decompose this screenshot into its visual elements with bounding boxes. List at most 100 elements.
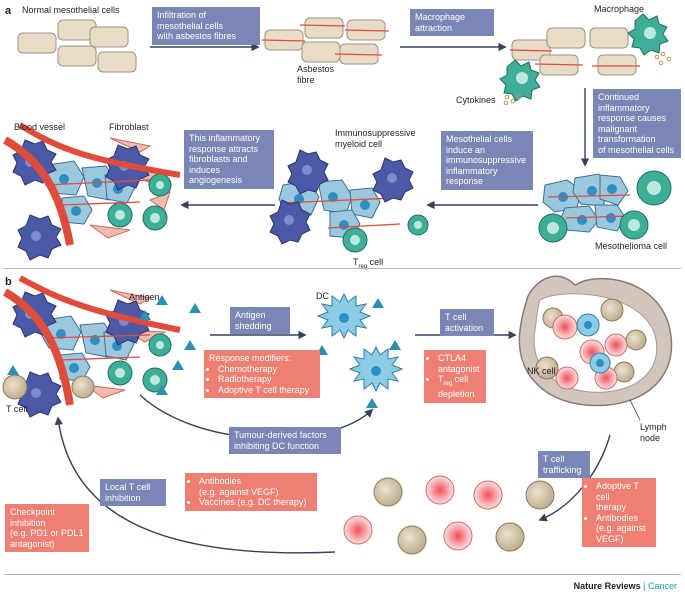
- asbestos-label: Asbestos fibre: [297, 64, 334, 85]
- response-modifier-item: Adoptive T cell therapy: [218, 385, 315, 396]
- local-inhibition-box: Local T cell inhibition: [100, 479, 166, 506]
- continued-line: transformation: [598, 134, 656, 144]
- lymph-node-line: node: [640, 432, 661, 443]
- induce-line: induce an: [446, 144, 486, 155]
- t-cell-label: T cell: [6, 404, 28, 414]
- migrating-t-cells: [343, 475, 555, 555]
- t-cell-activation-box: T cell activation: [440, 309, 494, 336]
- t-cell-trafficking-line: trafficking: [543, 464, 582, 475]
- mesothelioma-cluster: [538, 170, 672, 243]
- infiltration-line: Infiltration of: [157, 10, 207, 20]
- attracts-line: response attracts: [189, 143, 259, 154]
- myeloid-label: Immunosuppressive myeloid cell: [335, 128, 416, 149]
- myeloid-line: Immunosuppressive: [335, 128, 416, 138]
- angiogenesis-box: This inflammatory response attracts fibr…: [184, 130, 274, 189]
- attracts-line: induces: [189, 164, 221, 175]
- footer-credit: Nature Reviews | Cancer: [574, 581, 677, 591]
- journal-name: Nature Reviews: [573, 581, 641, 591]
- response-modifiers-box: Response modifiers: Chemotherapy Radioth…: [204, 350, 320, 398]
- flow-arrows-a: [150, 42, 590, 210]
- t-cell-activation-line: activation: [445, 322, 484, 333]
- t-cell-trafficking-line: T cell: [543, 454, 565, 464]
- response-modifier-item: Radiotherapy: [218, 374, 315, 385]
- footer-rule: [4, 574, 681, 575]
- antigen-triangles: [7, 295, 401, 408]
- infiltration-box: Infiltration of mesothelial cells with a…: [152, 7, 260, 45]
- tumour-factors-box: Tumour-derived factors inhibiting DC fun…: [229, 427, 341, 454]
- tumour-factors-line: inhibiting DC function: [234, 440, 320, 451]
- antibodies-line: Antibodies: [199, 476, 242, 486]
- checkpoint-line: (e.g. PD1 or PDL1: [10, 528, 84, 538]
- checkpoint-box: Checkpoint inhibition (e.g. PD1 or PDL1 …: [5, 504, 89, 552]
- adoptive-line: Adoptive T cell: [596, 481, 639, 502]
- infiltration-line: with asbestos fibres: [157, 31, 237, 41]
- continued-line: inflammatory: [598, 102, 650, 113]
- ctla4-line: antagonist: [438, 363, 480, 374]
- cytokines-label: Cytokines: [456, 95, 496, 105]
- blood-vessel-label: Blood vessel: [14, 122, 66, 132]
- tumour-microenvironment-b: [2, 275, 181, 418]
- treg-depletion-item: Treg cell depletion: [438, 374, 481, 400]
- antigen-shedding-line: Antigen: [235, 310, 266, 320]
- continued-line: Continued: [598, 92, 640, 102]
- macrophage-label: Macrophage: [594, 4, 645, 14]
- myeloid-line: myeloid cell: [335, 138, 383, 149]
- dendritic-cells: [316, 292, 404, 393]
- nk-cell-label: NK cell: [527, 366, 556, 376]
- normal-mesothelial-cells: [17, 19, 137, 73]
- attracts-line: fibroblasts and: [189, 154, 248, 164]
- treg-prefix: T: [353, 257, 359, 267]
- continued-line: response causes: [598, 113, 667, 123]
- treg-depletion-sub: reg: [443, 380, 453, 387]
- tumour-microenvironment-a: [3, 122, 181, 261]
- adoptive-line: Antibodies: [596, 512, 639, 523]
- macrophage-attraction-line: attraction: [415, 22, 453, 33]
- treg-sub: reg: [358, 263, 368, 270]
- induce-line: Mesothelial cells: [446, 134, 513, 144]
- asbestos-infiltrated-cells: [261, 17, 390, 65]
- immunosuppressive-response-box: Mesothelial cells induce an immunosuppre…: [441, 131, 533, 190]
- lymph-node-label: Lymph node: [640, 422, 667, 443]
- antibodies-vaccines-box: Antibodies(e.g. against VEGF) Vaccines (…: [185, 473, 317, 511]
- treg-depletion-prefix: T: [438, 374, 444, 384]
- adoptive-line: therapy: [596, 502, 627, 512]
- footer-separator: |: [643, 581, 646, 591]
- panel-b-letter: b: [5, 276, 12, 288]
- checkpoint-line: Checkpoint: [10, 507, 56, 517]
- adoptive-line: (e.g. against: [596, 523, 646, 533]
- vaccines-item: Vaccines (e.g. DC therapy): [199, 497, 312, 508]
- macrophage-attraction-line: Macrophage: [415, 12, 466, 22]
- antigen-shedding-line: shedding: [235, 320, 272, 331]
- journal-section: Cancer: [647, 581, 677, 591]
- macrophage-attraction-box: Macrophage attraction: [410, 9, 494, 36]
- treg-depletion-suffix: cell: [452, 374, 469, 384]
- antigen-shedding-box: Antigen shedding: [230, 307, 290, 334]
- treg-depletion-line: depletion: [438, 389, 475, 400]
- local-inhibition-line: Local T cell: [105, 482, 151, 492]
- induce-line: response: [446, 176, 484, 186]
- continued-line: of mesothelial cells: [598, 144, 675, 155]
- panel-divider: [4, 268, 681, 269]
- t-cell-activation-line: T cell: [445, 312, 467, 322]
- continued-line: malignant: [598, 123, 638, 134]
- induce-line: immunosuppressive: [446, 155, 527, 165]
- normal-cells-label: Normal mesothelial cells: [22, 5, 120, 15]
- treg-label: Treg cell: [353, 257, 383, 272]
- antibodies-item: Antibodies(e.g. against VEGF): [199, 476, 312, 497]
- local-inhibition-line: inhibition: [105, 492, 141, 503]
- panel-a-letter: a: [5, 5, 12, 17]
- treg-suffix: cell: [367, 257, 384, 267]
- mesothelioma-label: Mesothelioma cell: [595, 241, 668, 251]
- attracts-line: This inflammatory: [189, 133, 261, 143]
- lymph-node: [518, 275, 673, 421]
- checkpoint-line: inhibition: [10, 517, 46, 528]
- asbestos-line: Asbestos: [297, 64, 335, 74]
- response-modifiers-title: Response modifiers:: [209, 353, 292, 363]
- antibodies-line: (e.g. against VEGF): [199, 486, 279, 497]
- ctla4-line: CTLA4: [438, 353, 467, 363]
- induce-line: inflammatory: [446, 165, 498, 176]
